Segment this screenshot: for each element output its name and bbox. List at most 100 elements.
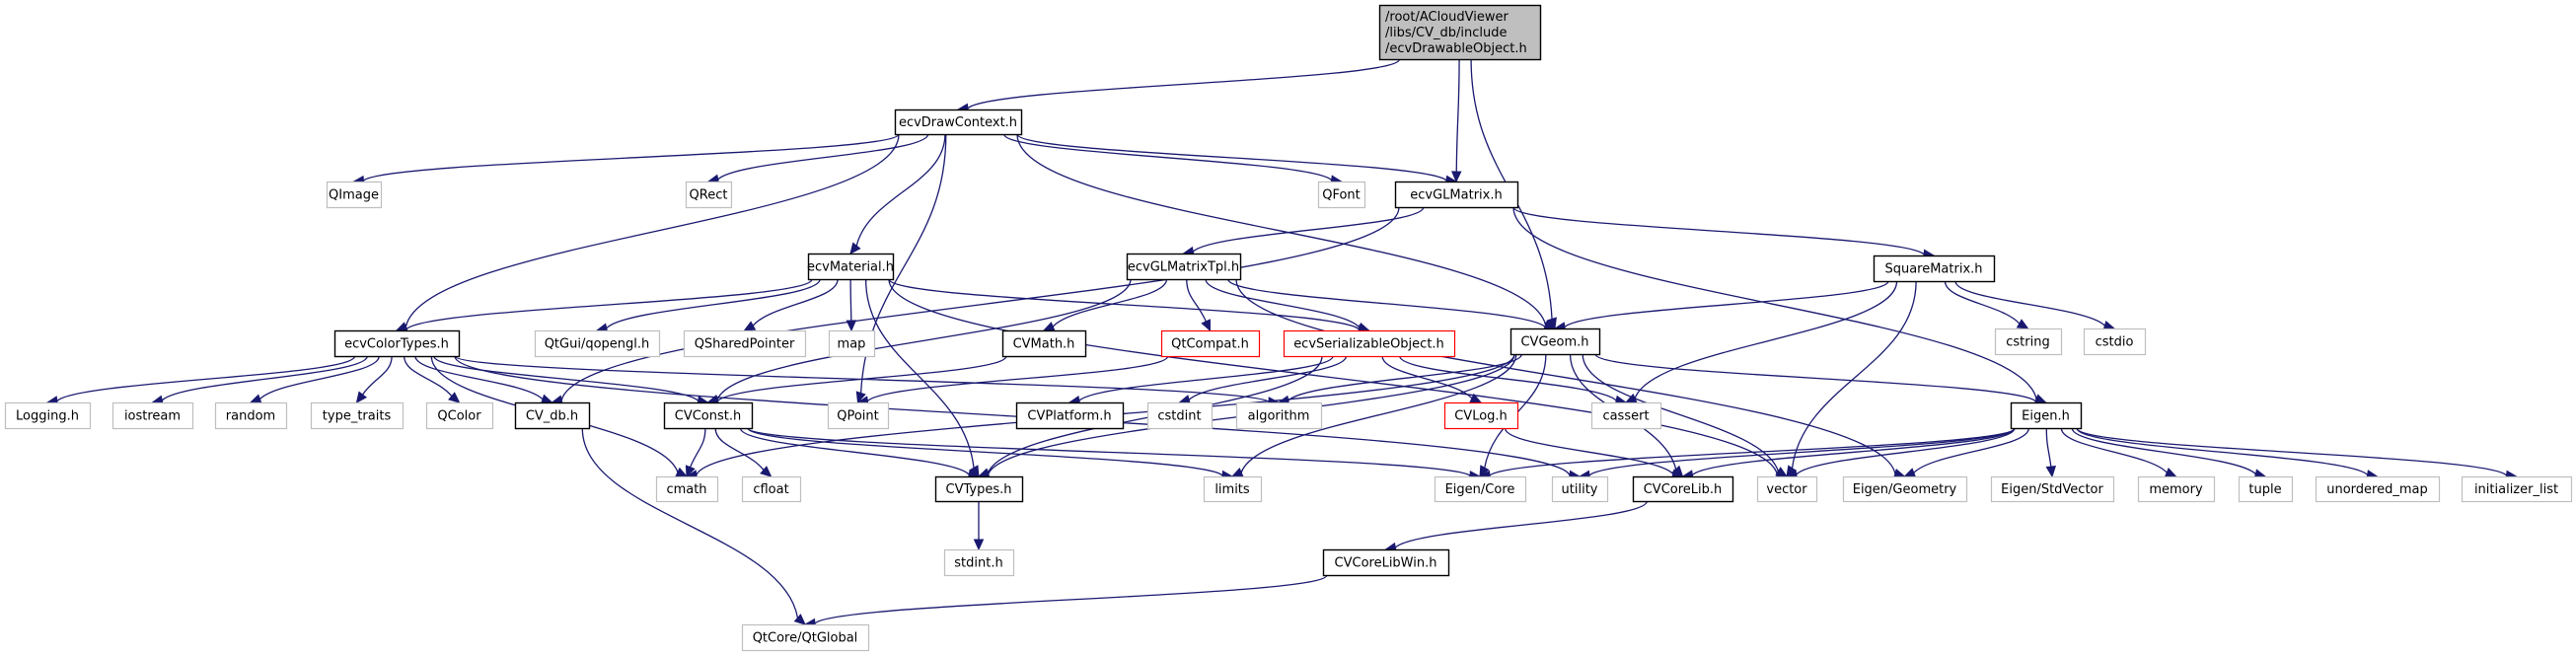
node-box — [1001, 329, 1087, 358]
node-label: cstring — [2006, 335, 2049, 350]
node-ecvserializableobject[interactable]: ecvSerializableObject.h — [1283, 329, 1456, 358]
node-label: QRect — [690, 188, 728, 203]
node-box — [2461, 475, 2573, 503]
edge-ecvglmatrixtpl-to-eigengeometry — [1235, 278, 1896, 474]
node-label: QColor — [437, 409, 481, 424]
edge-ecvcolortypes-to-type-traits — [362, 355, 393, 396]
node-label: Eigen.h — [2022, 409, 2070, 424]
node-label: utility — [1562, 482, 1598, 497]
node-label: Logging.h — [16, 409, 79, 424]
edge-ecvdrawcontext-to-ecvmaterial — [855, 133, 946, 247]
edge-eigen-to-eigencore — [1489, 427, 2016, 476]
node-utility: utility — [1551, 475, 1609, 503]
node-label: cstdint — [1157, 409, 1201, 424]
node-qtcompat[interactable]: QtCompat.h — [1160, 329, 1261, 358]
node-cvconst[interactable]: CVConst.h — [663, 401, 754, 430]
edge-cvcorelibwin-to-qtglobal — [814, 574, 1328, 624]
edge-ecvglmatrixtpl-to-cvgeom — [1227, 278, 1546, 328]
node-label: CV_db.h — [526, 409, 578, 424]
node-box — [1842, 475, 1968, 503]
edge-ecvcolortypes-to-qcolor — [403, 355, 453, 397]
arrowhead-cmath — [685, 465, 696, 478]
node-random: random — [214, 401, 288, 430]
arrowhead-type-traits — [355, 391, 368, 403]
node-eigen[interactable]: Eigen.h — [2010, 401, 2083, 430]
node-label: ecvGLMatrix.h — [1410, 188, 1502, 203]
node-qimage: QImage — [326, 181, 383, 209]
node-qsharedpointer: QSharedPointer — [683, 329, 807, 358]
node-label: /ecvDrawableObject.h — [1385, 41, 1527, 56]
node-box — [1756, 475, 1818, 503]
node-ecvmaterial[interactable]: ecvMaterial.h — [807, 253, 895, 281]
node-label: CVTypes.h — [946, 482, 1012, 497]
node-label: cassert — [1602, 409, 1649, 424]
node-ecvglmatrix[interactable]: ecvGLMatrix.h — [1394, 181, 1519, 209]
edge-cvconst-to-cfloat — [714, 427, 765, 471]
node-box — [534, 329, 661, 358]
node-box — [827, 401, 890, 430]
node-box — [1551, 475, 1609, 503]
edge-ecvdrawcontext-to-qimage — [362, 133, 900, 182]
edge-ecvglmatrixtpl-to-ecvserializableobject — [1205, 278, 1361, 328]
node-box — [2315, 475, 2441, 503]
node-cv-db[interactable]: CV_db.h — [514, 401, 591, 430]
node-ecvcolortypes[interactable]: ecvColorTypes.h — [333, 329, 461, 358]
node-label: SquareMatrix.h — [1884, 262, 1982, 277]
node-cvlog[interactable]: CVLog.h — [1443, 401, 1519, 430]
arrowhead-qsharedpointer — [743, 321, 757, 331]
node-box — [1632, 475, 1734, 503]
node-box — [4, 401, 92, 430]
node-cvcorelibwin[interactable]: CVCoreLibWin.h — [1322, 548, 1450, 577]
node-cvcorelib[interactable]: CVCoreLib.h — [1632, 475, 1734, 503]
edge-ecvcolortypes-to-random — [258, 355, 380, 400]
edge-eigen-to-utility — [1588, 427, 2016, 476]
node-ecvglmatrixtpl[interactable]: ecvGLMatrixTpl.h — [1126, 253, 1242, 281]
edge-cvmath-to-cvconst — [716, 355, 1007, 401]
edge-ecvdrawcontext-to-ecvcolortypes — [405, 133, 900, 328]
node-label: QtCore/QtGlobal — [753, 631, 858, 646]
node-box — [1873, 255, 1996, 283]
edge-ecvglmatrixtpl-to-cvmath — [1052, 278, 1168, 328]
node-type-traits: type_traits — [310, 401, 405, 430]
edge-ecvcolortypes-to-iostream — [161, 355, 368, 401]
arrowhead-eigengeometry — [1903, 468, 1917, 478]
edge-qtcompat-to-qpoint — [866, 355, 1169, 402]
node-label: ecvDrawContext.h — [899, 115, 1017, 130]
edge-eigen-to-cvcorelib — [1691, 427, 2016, 476]
node-label: limits — [1214, 482, 1250, 497]
node-box — [1443, 401, 1519, 430]
node-squarematrix[interactable]: SquareMatrix.h — [1873, 255, 1996, 283]
node-box — [2137, 475, 2216, 503]
edge-ecvmaterial-to-qopengl — [606, 278, 821, 329]
edge-ecvserializableobject-to-cstdint — [1188, 355, 1348, 400]
node-box — [943, 548, 1015, 577]
node-qrect: QRect — [685, 181, 733, 209]
node-cvmath[interactable]: CVMath.h — [1001, 329, 1087, 358]
arrowhead-eigenstdvector — [2045, 465, 2057, 478]
node-iostream: iostream — [111, 401, 194, 430]
node-box — [1317, 181, 1366, 209]
node-limits: limits — [1203, 475, 1263, 503]
node-box — [1990, 475, 2115, 503]
node-cvplatform[interactable]: CVPlatform.h — [1015, 401, 1125, 430]
node-cvgeom[interactable]: CVGeom.h — [1509, 328, 1601, 356]
node-ecvdrawcontext[interactable]: ecvDrawContext.h — [894, 109, 1023, 136]
node-cstdint: cstdint — [1146, 401, 1214, 430]
node-label: tuple — [2248, 482, 2281, 497]
node-box — [111, 401, 194, 430]
node-label: ecvGLMatrixTpl.h — [1128, 260, 1239, 275]
edge-squarematrix-to-cvgeom — [1564, 280, 1889, 328]
node-label: map — [838, 337, 866, 352]
edge-ecvserializableobject-to-cvplatform — [1078, 355, 1334, 401]
edge-ecvdrawcontext-to-qfont — [1002, 133, 1333, 182]
node-label: ecvColorTypes.h — [344, 337, 449, 352]
arrowhead-map — [846, 320, 857, 332]
arrowhead-cmath — [675, 467, 689, 477]
node-box — [1994, 328, 2063, 356]
node-root[interactable]: /root/ACloudViewer/libs/CV_db/include/ec… — [1378, 4, 1542, 61]
node-stdint: stdint.h — [943, 548, 1015, 577]
arrowhead-stdint — [973, 539, 985, 551]
node-cvtypes[interactable]: CVTypes.h — [934, 475, 1024, 503]
node-label: Eigen/StdVector — [2001, 482, 2103, 497]
edge-squarematrix-to-cstring — [1944, 280, 2021, 325]
